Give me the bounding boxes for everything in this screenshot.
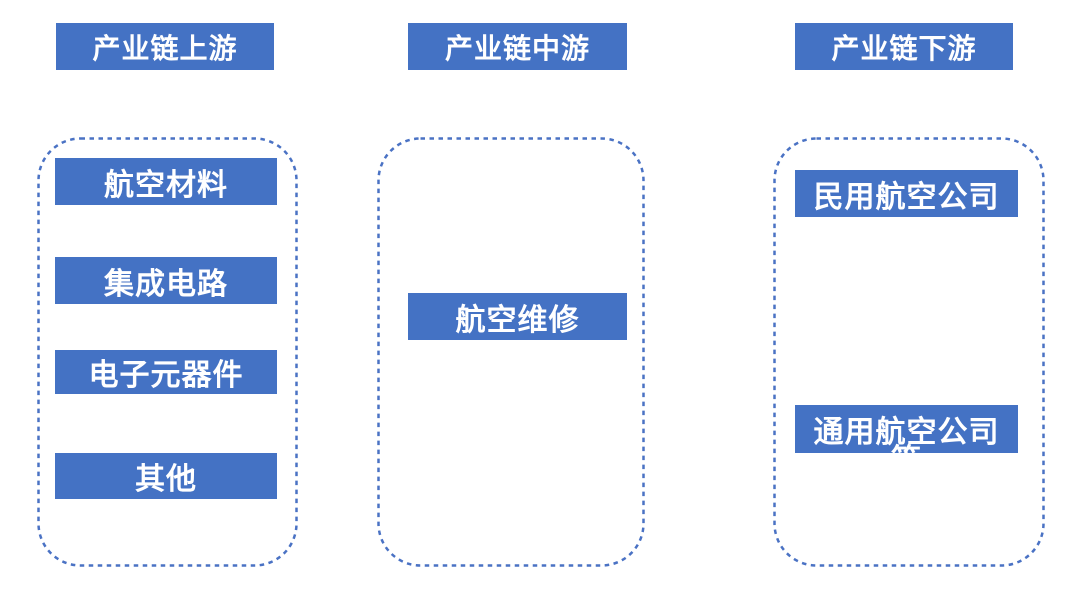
header-midstream: 产业链中游 (408, 23, 627, 70)
node-aviation-maintenance: 航空维修 (408, 293, 627, 340)
header-downstream: 产业链下游 (795, 23, 1013, 70)
clipped-overflow-text: 等 (891, 446, 922, 454)
node-aviation-materials: 航空材料 (55, 158, 277, 205)
midstream-group (377, 137, 645, 567)
node-integrated-circuits: 集成电路 (55, 257, 277, 304)
header-upstream: 产业链上游 (56, 23, 274, 70)
node-others: 其他 (55, 453, 277, 499)
dashed-border (773, 137, 1045, 567)
downstream-group (773, 137, 1045, 567)
node-general-aviation-companies: 通用航空公司 等 (795, 405, 1018, 453)
node-electronic-components: 电子元器件 (55, 350, 277, 394)
node-label: 通用航空公司 (813, 416, 1000, 449)
node-civil-aviation-companies: 民用航空公司 (795, 170, 1018, 217)
dashed-border (377, 137, 645, 567)
